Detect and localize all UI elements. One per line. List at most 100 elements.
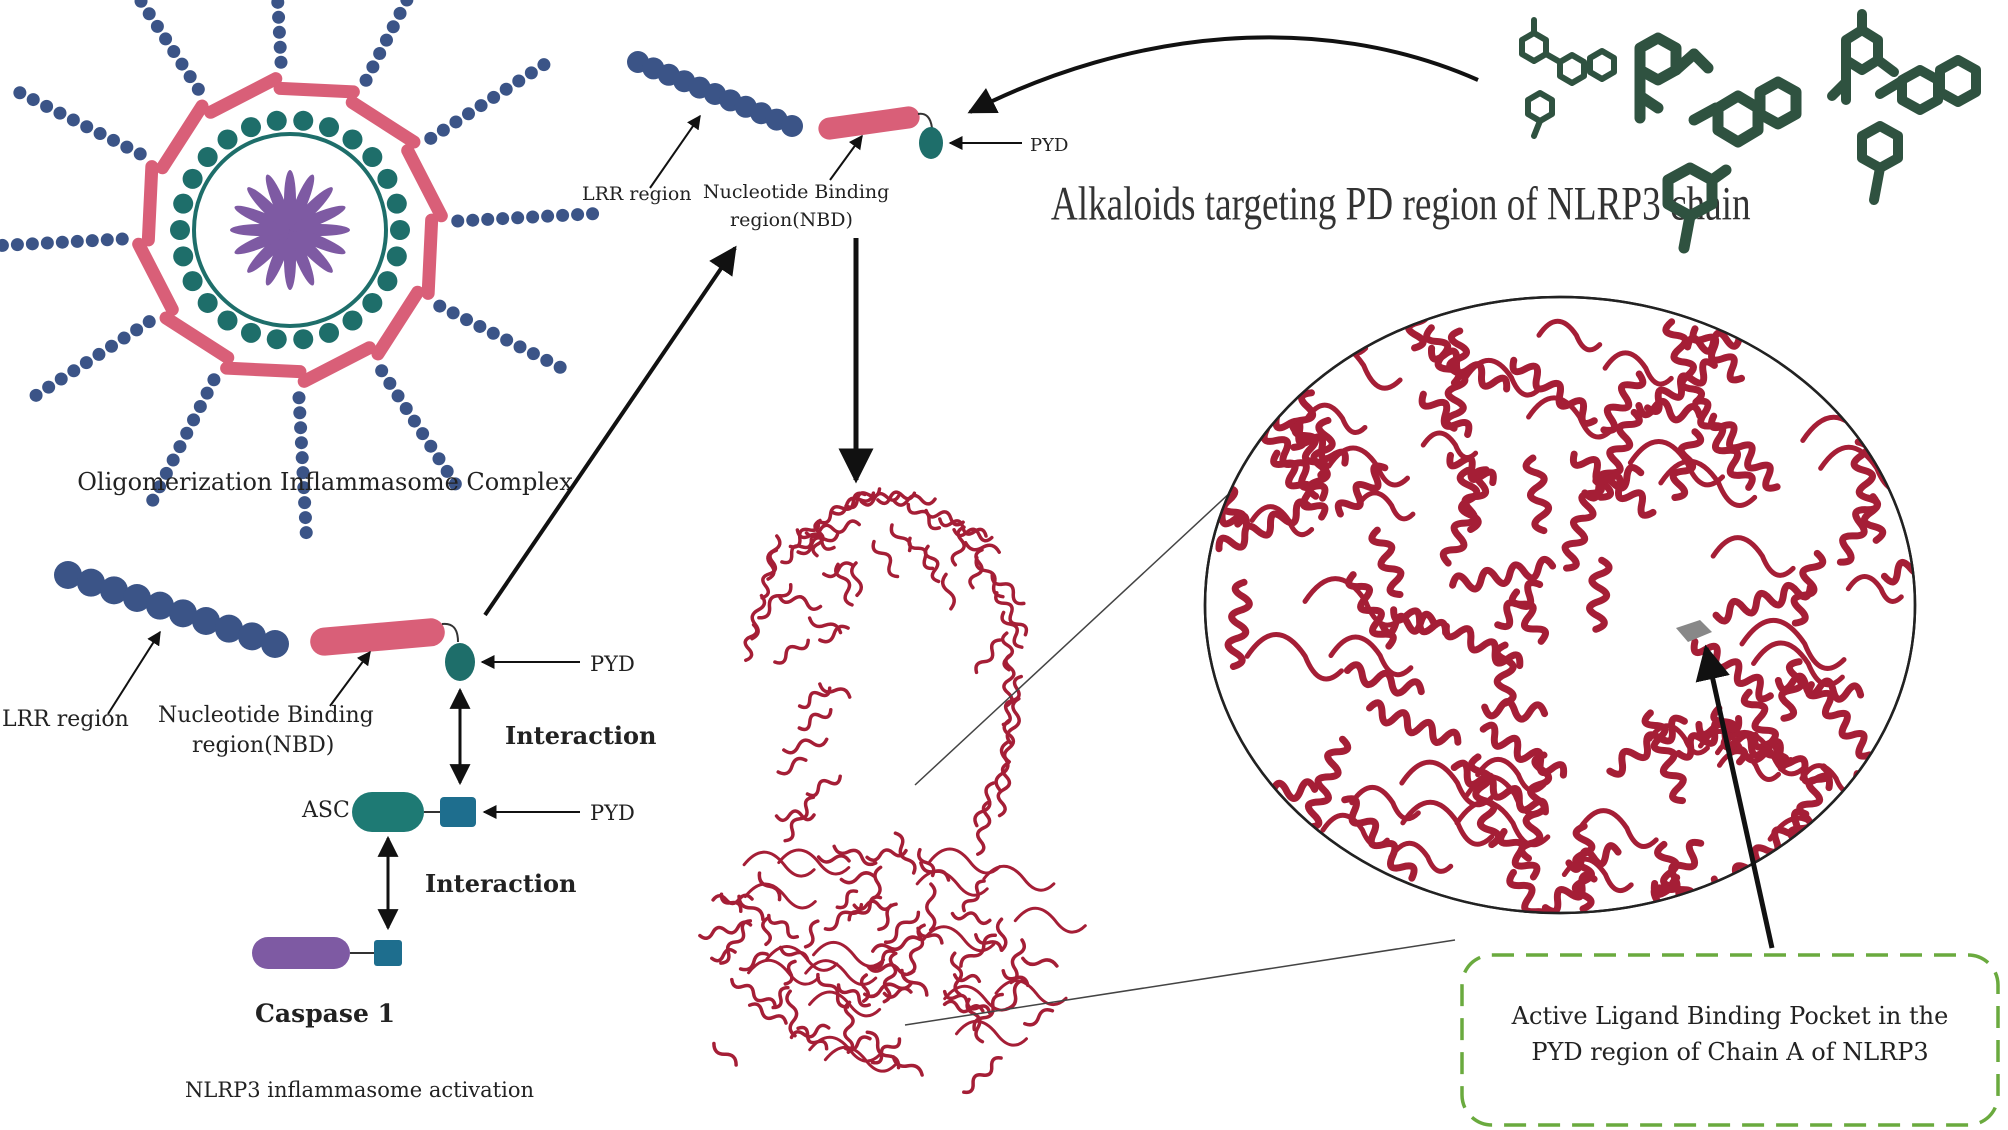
complex-bead — [53, 106, 67, 120]
complex-bead — [440, 464, 454, 478]
complex-bead — [85, 234, 99, 248]
lrr-bead — [238, 622, 266, 651]
complex-bead — [407, 414, 421, 428]
complex-bead — [436, 123, 450, 137]
protein-coil — [777, 848, 851, 876]
protein-helix — [757, 583, 793, 620]
protein-coil — [1463, 358, 1543, 398]
protein-helix — [1689, 325, 1745, 384]
complex-bead — [391, 389, 405, 403]
complex-bead — [293, 406, 307, 420]
protein-coil — [742, 850, 816, 878]
protein-coil — [1244, 632, 1344, 682]
complex-bead — [416, 427, 430, 441]
protein-helix — [866, 963, 916, 977]
protein-helix — [738, 951, 769, 972]
pocket-line-1: Active Ligand Binding Pocket in the — [1511, 1002, 1949, 1030]
protein-helix — [1446, 451, 1497, 487]
complex-bead — [526, 210, 540, 224]
complex-bead — [200, 386, 214, 400]
bottom-nbd-pointer — [329, 650, 371, 707]
molecule-to-pyd-arrow — [967, 35, 1479, 114]
protein-helix — [1509, 356, 1598, 427]
complex-bead — [297, 481, 311, 495]
protein-helix — [950, 911, 992, 926]
protein-helix — [796, 530, 840, 556]
complex-bead — [556, 208, 570, 222]
complex-bead — [393, 6, 407, 20]
bottom-pyd-domain — [445, 643, 475, 681]
protein-helix — [1479, 721, 1568, 779]
alkaloid-molecule-2 — [1634, 32, 1802, 254]
complex-bead — [272, 10, 286, 24]
complex-bead — [13, 86, 27, 100]
complex-pyd-bead — [293, 110, 314, 131]
protein-helix — [747, 1002, 788, 1025]
protein-helix — [1868, 318, 1900, 374]
top-pyd-domain — [919, 127, 943, 159]
inflammasome-complex: Oligomerization Inflammasome Complex — [0, 0, 600, 540]
protein-helix — [889, 523, 912, 553]
complex-pyd-bead — [390, 220, 410, 240]
protein-helix — [774, 809, 816, 823]
protein-coil — [1526, 395, 1615, 440]
complex-bead — [432, 452, 446, 466]
asc-domain — [352, 792, 424, 832]
protein-coil — [1627, 438, 1726, 488]
protein-helix — [1571, 822, 1596, 913]
protein-helix — [1270, 449, 1329, 521]
complex-bead — [175, 57, 189, 71]
complex-bead — [40, 236, 54, 250]
complex-bead — [150, 19, 164, 33]
complex-bead — [486, 326, 500, 340]
ligand-pocket-marker — [1676, 620, 1712, 642]
protein-coil — [1577, 808, 1659, 849]
protein-helix — [805, 774, 842, 798]
protein-coil — [1464, 774, 1548, 817]
complex-bead — [295, 451, 309, 465]
protein-helix — [965, 997, 985, 1044]
protein-helix — [1669, 428, 1705, 502]
complex-bead — [273, 40, 287, 54]
protein-helix — [925, 882, 937, 932]
complex-pyd-bead — [173, 193, 194, 214]
complex-nbd-segment — [401, 144, 448, 223]
protein-helix — [1872, 319, 1915, 375]
complex-bead — [292, 391, 306, 405]
bottom-lrr-pointer — [107, 630, 161, 715]
bottom-nbd-segment — [310, 618, 445, 656]
zoomed-protein-structure — [1205, 297, 1915, 913]
protein-helix — [1600, 370, 1647, 434]
protein-coil — [922, 925, 996, 953]
complex-bead — [105, 339, 119, 353]
protein-coil — [1751, 640, 1845, 688]
protein-helix — [1867, 423, 1915, 466]
complex-bead — [481, 212, 495, 226]
protein-coil — [1536, 318, 1603, 353]
alkaloid-molecules — [1519, 9, 1981, 254]
lrr-bead — [781, 115, 803, 137]
complex-bead — [541, 209, 555, 223]
protein-helix — [865, 1030, 901, 1070]
complex-pyd-bead — [266, 110, 287, 131]
complex-bead — [400, 0, 414, 7]
protein-coil — [823, 1045, 897, 1073]
protein-helix — [871, 539, 900, 579]
protein-helix — [1778, 658, 1805, 722]
complex-pyd-bead — [319, 322, 340, 343]
lrr-bead — [215, 614, 243, 643]
protein-coil — [1739, 617, 1847, 671]
complex-bead — [451, 214, 465, 228]
complex-bead — [460, 313, 474, 327]
protein-helix — [1368, 526, 1405, 598]
pocket-callout: Active Ligand Binding Pocket in the PYD … — [1460, 953, 2000, 1127]
complex-pyd-bead — [386, 193, 407, 214]
asc-pyd-label: PYD — [590, 801, 635, 825]
complex-bead — [25, 237, 39, 251]
protein-helix — [1343, 661, 1425, 697]
complex-bead — [526, 347, 540, 361]
protein-coil — [1454, 799, 1551, 848]
protein-helix — [1427, 344, 1511, 393]
protein-helix — [1481, 698, 1549, 723]
